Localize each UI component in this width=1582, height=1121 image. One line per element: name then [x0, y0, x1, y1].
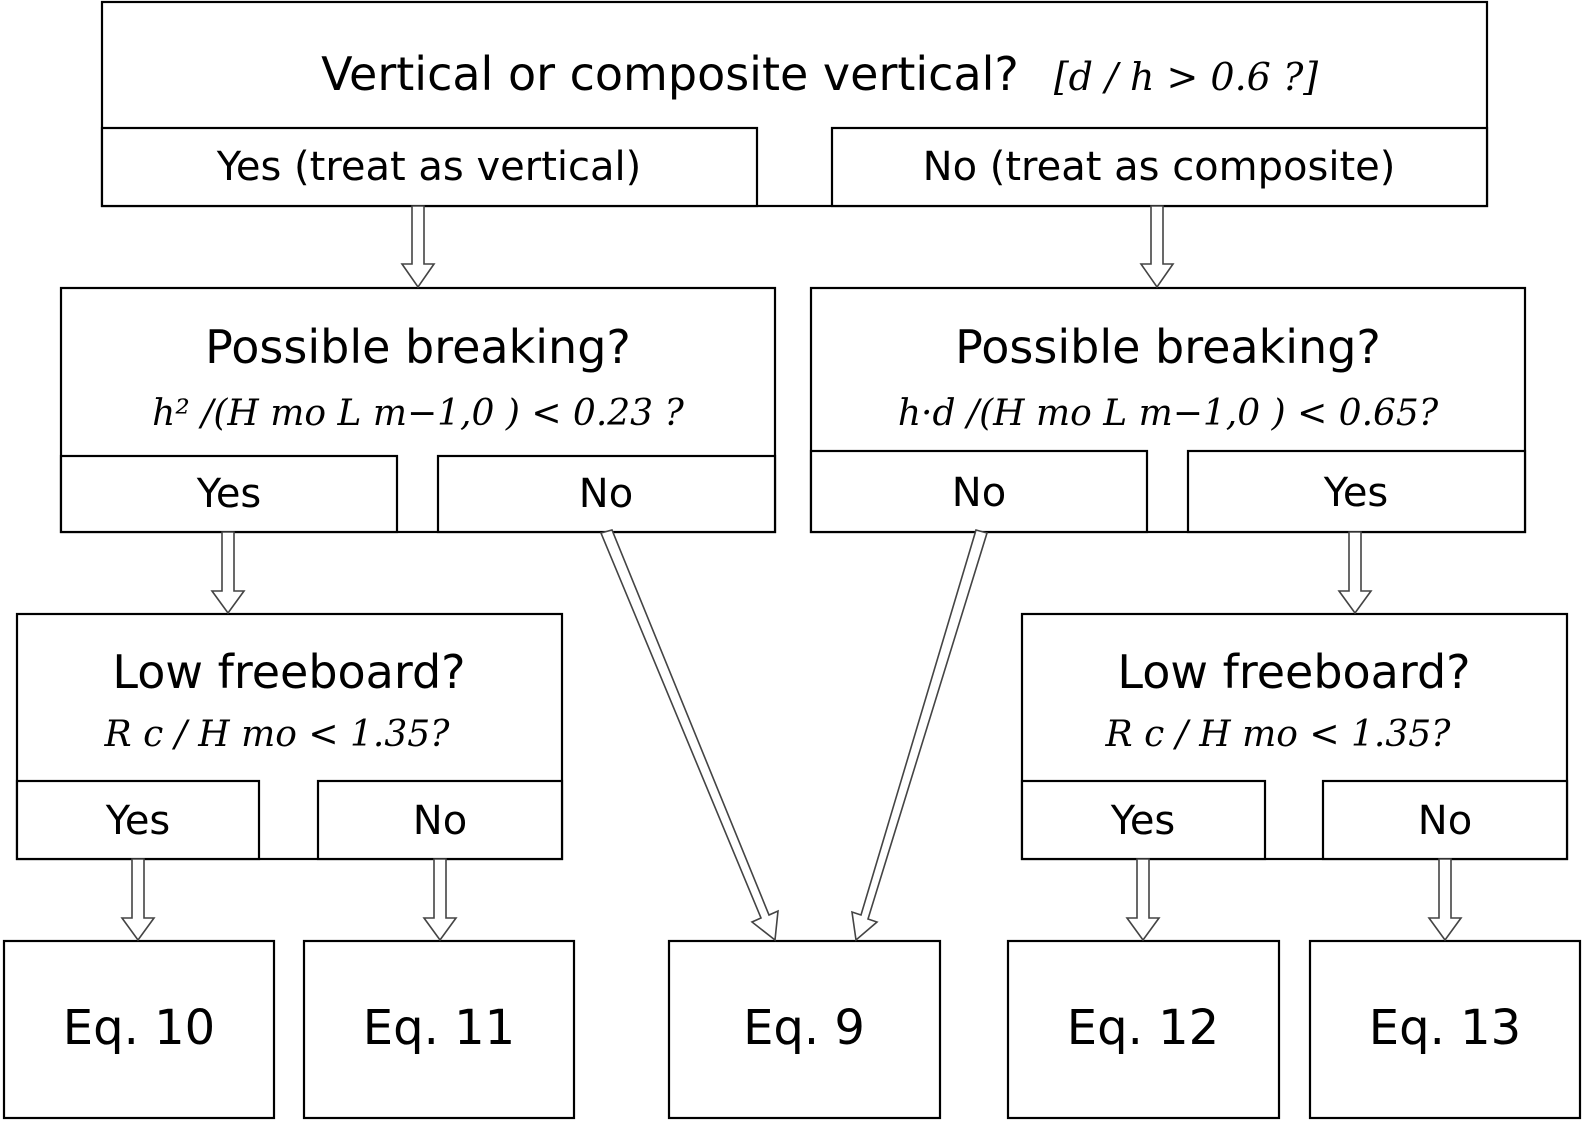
outcome-eq9-label: Eq. 9	[743, 1000, 865, 1056]
right-breaking-node: Possible breaking? h·d /(H mo L m−1,0 ) …	[809, 286, 1527, 534]
left-breaking-criterion: h² /(H mo L m−1,0 ) < 0.23 ?	[152, 393, 684, 434]
left-breaking-no-label: No	[579, 471, 633, 517]
left-breaking-node: Possible breaking? h² /(H mo L m−1,0 ) <…	[59, 286, 777, 534]
right-breaking-yes-label: Yes	[1323, 470, 1389, 516]
left-freeboard-node: Low freeboard? R c / H mo < 1.35? Yes No	[15, 612, 564, 861]
arrows	[120, 205, 1463, 942]
left-freeboard-no-label: No	[413, 798, 467, 844]
right-breaking-no-box	[809, 449, 1149, 534]
right-freeboard-question: Low freeboard?	[1117, 645, 1470, 699]
arrow-right-breaking-no-to-eq9	[851, 529, 989, 942]
right-breaking-question: Possible breaking?	[955, 320, 1381, 374]
right-freeboard-criterion: R c / H mo < 1.35?	[1105, 714, 1452, 755]
root-node: Vertical or composite vertical? [d / h >…	[100, 0, 1489, 208]
outcome-eq13: Eq. 13	[1308, 939, 1582, 1120]
arrow-left-breaking-no-to-eq9	[599, 529, 779, 942]
right-breaking-criterion: h·d /(H mo L m−1,0 ) < 0.65?	[898, 393, 1439, 434]
left-freeboard-criterion: R c / H mo < 1.35?	[104, 714, 451, 755]
arrow-right-freeboard-yes-to-eq12	[1125, 858, 1161, 942]
root-question: Vertical or composite vertical?	[321, 47, 1019, 101]
arrow-right-freeboard-no-to-eq13	[1427, 858, 1463, 942]
right-freeboard-yes-box	[1020, 779, 1267, 861]
left-breaking-yes-label: Yes	[196, 471, 262, 517]
root-yes-box	[100, 126, 759, 208]
left-breaking-no-box	[436, 454, 777, 534]
left-freeboard-question: Low freeboard?	[112, 645, 465, 699]
outcome-eq12: Eq. 12	[1006, 939, 1281, 1120]
outcome-eq10-label: Eq. 10	[63, 1000, 215, 1056]
outcome-eq9: Eq. 9	[667, 939, 942, 1120]
left-freeboard-yes-label: Yes	[105, 798, 171, 844]
root-no-label: No (treat as composite)	[923, 144, 1396, 190]
outcome-eq10: Eq. 10	[2, 939, 276, 1120]
outcome-eq13-label: Eq. 13	[1369, 1000, 1521, 1056]
outcome-eq11-label: Eq. 11	[363, 1000, 515, 1056]
root-yes-label: Yes (treat as vertical)	[216, 144, 641, 190]
arrow-left-breaking-yes-to-left-freeboard	[210, 531, 246, 615]
root-criterion: [d / h > 0.6 ?]	[1054, 55, 1318, 99]
arrow-left-freeboard-yes-to-eq10	[120, 858, 156, 942]
arrow-root-no-to-right-breaking	[1139, 205, 1175, 289]
arrow-root-yes-to-left-breaking	[400, 205, 436, 289]
right-freeboard-no-label: No	[1418, 798, 1472, 844]
right-freeboard-yes-label: Yes	[1110, 798, 1176, 844]
right-breaking-no-label: No	[952, 470, 1006, 516]
root-no-box	[830, 126, 1489, 208]
left-breaking-question: Possible breaking?	[205, 320, 631, 374]
outcome-eq12-label: Eq. 12	[1067, 1000, 1219, 1056]
arrow-right-breaking-yes-to-right-freeboard	[1337, 531, 1373, 615]
left-freeboard-no-box	[316, 779, 564, 861]
arrow-left-freeboard-no-to-eq11	[422, 858, 458, 942]
right-freeboard-node: Low freeboard? R c / H mo < 1.35? Yes No	[1020, 612, 1569, 861]
outcome-eq11: Eq. 11	[302, 939, 576, 1120]
left-freeboard-yes-box	[15, 779, 261, 861]
